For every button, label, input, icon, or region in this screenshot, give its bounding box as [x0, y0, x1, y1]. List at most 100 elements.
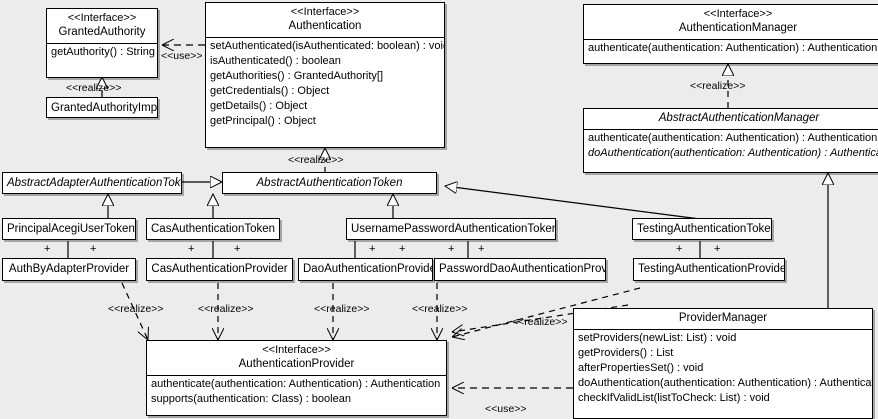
operation: getCredentials() : Object: [210, 85, 330, 97]
class-username-password-authentication-token[interactable]: UsernamePasswordAuthenticationToken: [346, 218, 556, 240]
class-name: PasswordDaoAuthenticationProvider: [439, 263, 605, 275]
class-name: AbstractAuthenticationToken: [256, 177, 403, 189]
operation: setProviders(newList: List) : void: [578, 332, 737, 344]
class-header: GrantedAuthorityImpl: [47, 98, 158, 117]
operation: afterPropertiesSet() : void: [578, 362, 704, 374]
operation: supports(authentication: Class) : boolea…: [151, 393, 351, 405]
class-name: TestingAuthenticationProvider: [638, 263, 785, 275]
class-name: AuthenticationProvider: [238, 358, 355, 370]
association-marker-plus: +: [676, 243, 683, 255]
class-header: AbstractAuthenticationToken: [223, 173, 436, 193]
class-name: ProviderManager: [678, 312, 768, 324]
class-divider: [206, 37, 444, 38]
class-name: TestingAuthenticationToken: [637, 223, 772, 235]
edge-label-realize-dao-provider: <<realize>>: [314, 303, 370, 315]
edge-generalization-testingauthenticationtoken: [445, 186, 701, 220]
class-operations: getAuthority() : String: [47, 44, 157, 61]
class-name: AbstractAdapterAuthenticationToken: [7, 177, 182, 189]
class-header: TestingAuthenticationToken: [633, 219, 771, 239]
edge-label-realize-cas-provider: <<realize>>: [198, 303, 254, 315]
operation: authenticate(authentication: Authenticat…: [151, 378, 441, 390]
operation: getAuthority() : String: [51, 46, 155, 58]
class-header: UsernamePasswordAuthenticationToken: [347, 219, 555, 239]
class-stereotype: <<Interface>>: [703, 8, 773, 20]
class-authentication-provider[interactable]: <<Interface>> AuthenticationProvider aut…: [146, 340, 447, 416]
class-provider-manager[interactable]: ProviderManager setProviders(newList: Li…: [573, 308, 873, 419]
class-name: Authentication: [288, 20, 362, 32]
class-cas-authentication-provider[interactable]: CasAuthenticationProvider: [146, 258, 293, 281]
class-operations: authenticate(authentication: Authenticat…: [584, 40, 878, 57]
class-header: <<Interface>> Authentication: [206, 3, 444, 37]
association-marker-plus: +: [448, 243, 455, 255]
class-header: PrincipalAcegiUserToken: [3, 219, 135, 239]
edge-label-use-authentication-granted-authority: <<use>>: [161, 50, 203, 62]
class-header: <<Interface>> GrantedAuthority: [47, 9, 157, 43]
operation: setAuthenticated(isAuthenticated: boolea…: [210, 40, 445, 52]
class-principal-acegi-user-token[interactable]: PrincipalAcegiUserToken: [2, 218, 136, 240]
class-header: AuthByAdapterProvider: [3, 259, 135, 279]
class-password-dao-authentication-provider[interactable]: PasswordDaoAuthenticationProvider: [434, 258, 606, 281]
class-name: CasAuthenticationProvider: [151, 263, 288, 275]
class-stereotype: <<Interface>>: [67, 12, 137, 24]
class-testing-authentication-provider[interactable]: TestingAuthenticationProvider: [633, 258, 785, 281]
class-name: AuthByAdapterProvider: [8, 263, 130, 275]
class-header: ProviderManager: [574, 309, 872, 329]
class-header: PasswordDaoAuthenticationProvider: [435, 259, 605, 279]
association-marker-plus: +: [44, 243, 51, 255]
edge-label-realize-abstract-authentication-manager: <<realize>>: [690, 80, 746, 92]
class-testing-authentication-token[interactable]: TestingAuthenticationToken: [632, 218, 772, 240]
class-name: UsernamePasswordAuthenticationToken: [351, 223, 556, 235]
association-marker-plus: +: [478, 243, 485, 255]
edge-label-realize-password-dao-provider: <<realize>>: [412, 303, 468, 315]
class-granted-authority[interactable]: <<Interface>> GrantedAuthority getAuthor…: [46, 8, 158, 78]
class-header: DaoAuthenticationProvider: [299, 259, 432, 279]
edge-label-realize-auth-by-adapter: <<realize>>: [108, 303, 164, 315]
class-header: AbstractAuthenticationManager: [584, 109, 878, 129]
class-name: GrantedAuthorityImpl: [51, 102, 158, 114]
class-divider: [574, 329, 872, 330]
association-marker-plus: +: [234, 243, 241, 255]
class-abstract-adapter-authentication-token[interactable]: AbstractAdapterAuthenticationToken: [2, 172, 182, 194]
operation: authenticate(authentication: Authenticat…: [588, 42, 878, 54]
class-abstract-authentication-token[interactable]: AbstractAuthenticationToken: [222, 172, 437, 194]
class-name: GrantedAuthority: [58, 26, 146, 38]
class-name: CasAuthenticationToken: [151, 223, 276, 235]
class-dao-authentication-provider[interactable]: DaoAuthenticationProvider: [298, 258, 433, 281]
operation: doAuthentication(authentication: Authent…: [588, 147, 878, 159]
class-name: DaoAuthenticationProvider: [303, 263, 433, 275]
edge-label-realize-provider-manager: <<realize>>: [512, 316, 568, 328]
class-abstract-authentication-manager[interactable]: AbstractAuthenticationManager authentica…: [583, 108, 878, 173]
class-header: TestingAuthenticationProvider: [634, 259, 784, 279]
association-marker-plus: +: [369, 243, 376, 255]
association-marker-plus: +: [714, 243, 721, 255]
association-marker-plus: +: [90, 243, 97, 255]
class-name: AuthenticationManager: [678, 22, 798, 34]
class-operations: authenticate(authentication: Authenticat…: [584, 130, 878, 162]
operation: doAuthentication(authentication: Authent…: [578, 377, 873, 389]
association-marker-plus: +: [188, 243, 195, 255]
class-cas-authentication-token[interactable]: CasAuthenticationToken: [146, 218, 280, 240]
class-divider: [147, 375, 446, 376]
operation: getProviders() : List: [578, 347, 674, 359]
edge-label-realize-abstract-authentication-token: <<realize>>: [288, 154, 344, 166]
operation: checkIfValidList(listToCheck: List) : vo…: [578, 392, 770, 404]
class-stereotype: <<Interface>>: [290, 6, 360, 18]
operation: getPrincipal() : Object: [210, 115, 316, 127]
class-header: CasAuthenticationProvider: [147, 259, 292, 279]
class-granted-authority-impl[interactable]: GrantedAuthorityImpl: [46, 97, 158, 118]
class-name: PrincipalAcegiUserToken: [7, 223, 135, 235]
class-header: CasAuthenticationToken: [147, 219, 279, 239]
class-divider: [584, 129, 878, 130]
operation: authenticate(authentication: Authenticat…: [588, 132, 878, 144]
class-header: <<Interface>> AuthenticationProvider: [147, 341, 446, 375]
operation: isAuthenticated() : boolean: [210, 55, 341, 67]
class-name: AbstractAuthenticationManager: [658, 112, 820, 124]
class-authentication[interactable]: <<Interface>> Authentication setAuthenti…: [205, 2, 445, 148]
class-header: <<Interface>> AuthenticationManager: [584, 5, 878, 39]
operation: getAuthorities() : GrantedAuthority[]: [210, 70, 384, 82]
class-auth-by-adapter-provider[interactable]: AuthByAdapterProvider: [2, 258, 136, 281]
edge-label-use-provider-manager: <<use>>: [485, 403, 527, 415]
class-authentication-manager[interactable]: <<Interface>> AuthenticationManager auth…: [583, 4, 878, 64]
class-header: AbstractAdapterAuthenticationToken: [3, 173, 181, 193]
